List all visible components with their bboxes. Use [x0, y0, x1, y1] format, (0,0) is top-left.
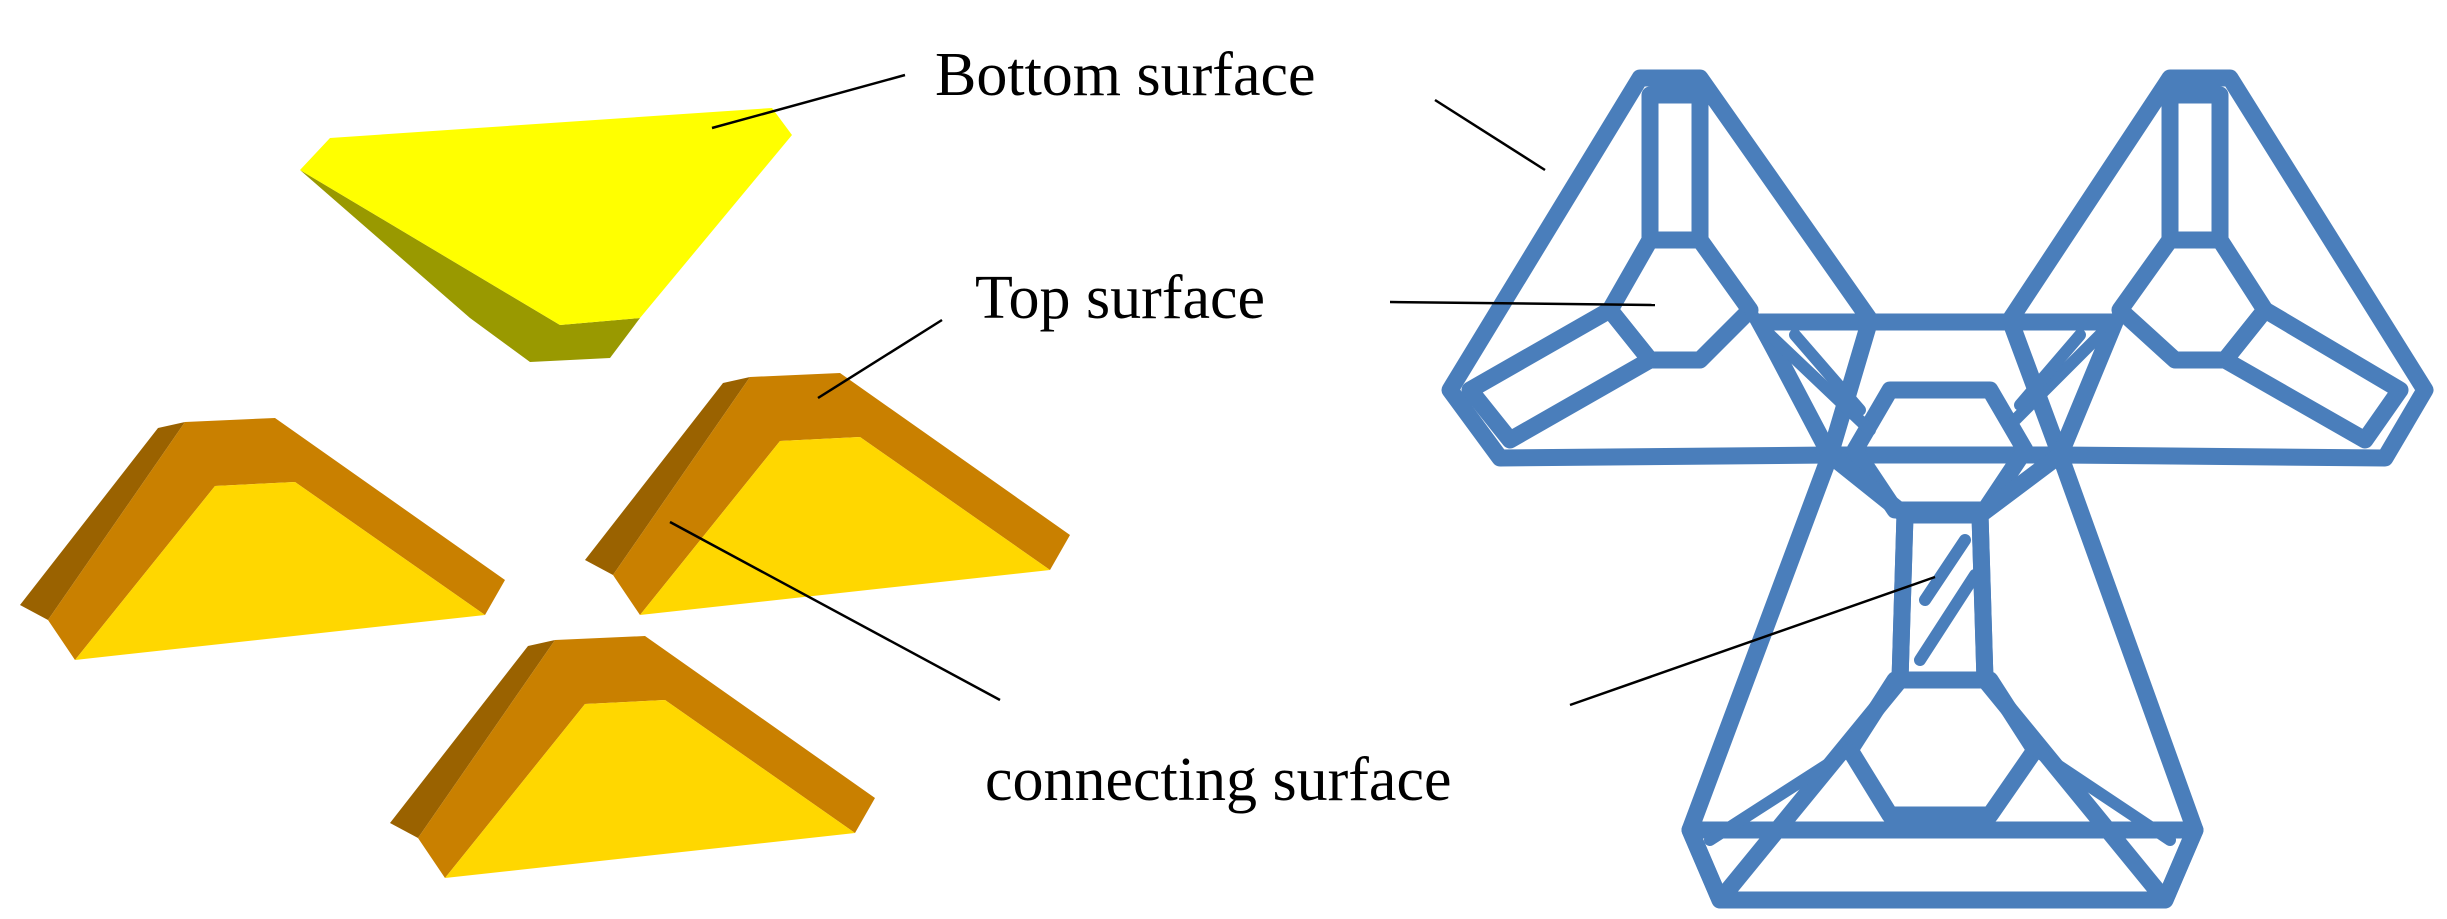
connecting-surface-label: connecting surface	[985, 746, 1451, 814]
leader-connecting-surface-right	[1569, 575, 1936, 707]
segment-dark-edge	[20, 422, 185, 620]
leader-bottom-surface-left	[711, 73, 906, 130]
segment-piece-bottom	[390, 636, 875, 878]
connecting-surface-band	[48, 418, 505, 660]
bottom-surface-label: Bottom surface	[935, 41, 1316, 109]
top-surface-face	[640, 437, 1050, 615]
segment-piece-left	[20, 418, 505, 660]
leader-bottom-surface-right	[1434, 98, 1546, 172]
leader-connecting-surface-left	[669, 520, 1001, 702]
top-surface-face	[75, 482, 485, 660]
top-surface-face	[445, 700, 855, 878]
tripod-wireframe	[1441, 69, 2434, 909]
connecting-surface-band	[613, 373, 1070, 615]
top-surface-label: Top surface	[975, 264, 1265, 332]
leader-lines	[669, 73, 1936, 707]
leader-top-surface-right	[1389, 300, 1656, 307]
connecting-surface-band	[418, 636, 875, 878]
segment-dark-edge	[585, 377, 750, 575]
frame-triangle-lower	[1681, 446, 2204, 909]
bottom-piece-top-face	[300, 108, 792, 325]
bottom-piece-side-face	[300, 170, 640, 362]
leader-top-surface-left	[817, 318, 943, 400]
segment-piece-middle	[585, 373, 1070, 615]
segment-dark-edge	[390, 640, 555, 838]
frame-triangle-upper-right	[2001, 69, 2434, 467]
bottom-surface-piece	[300, 108, 792, 362]
